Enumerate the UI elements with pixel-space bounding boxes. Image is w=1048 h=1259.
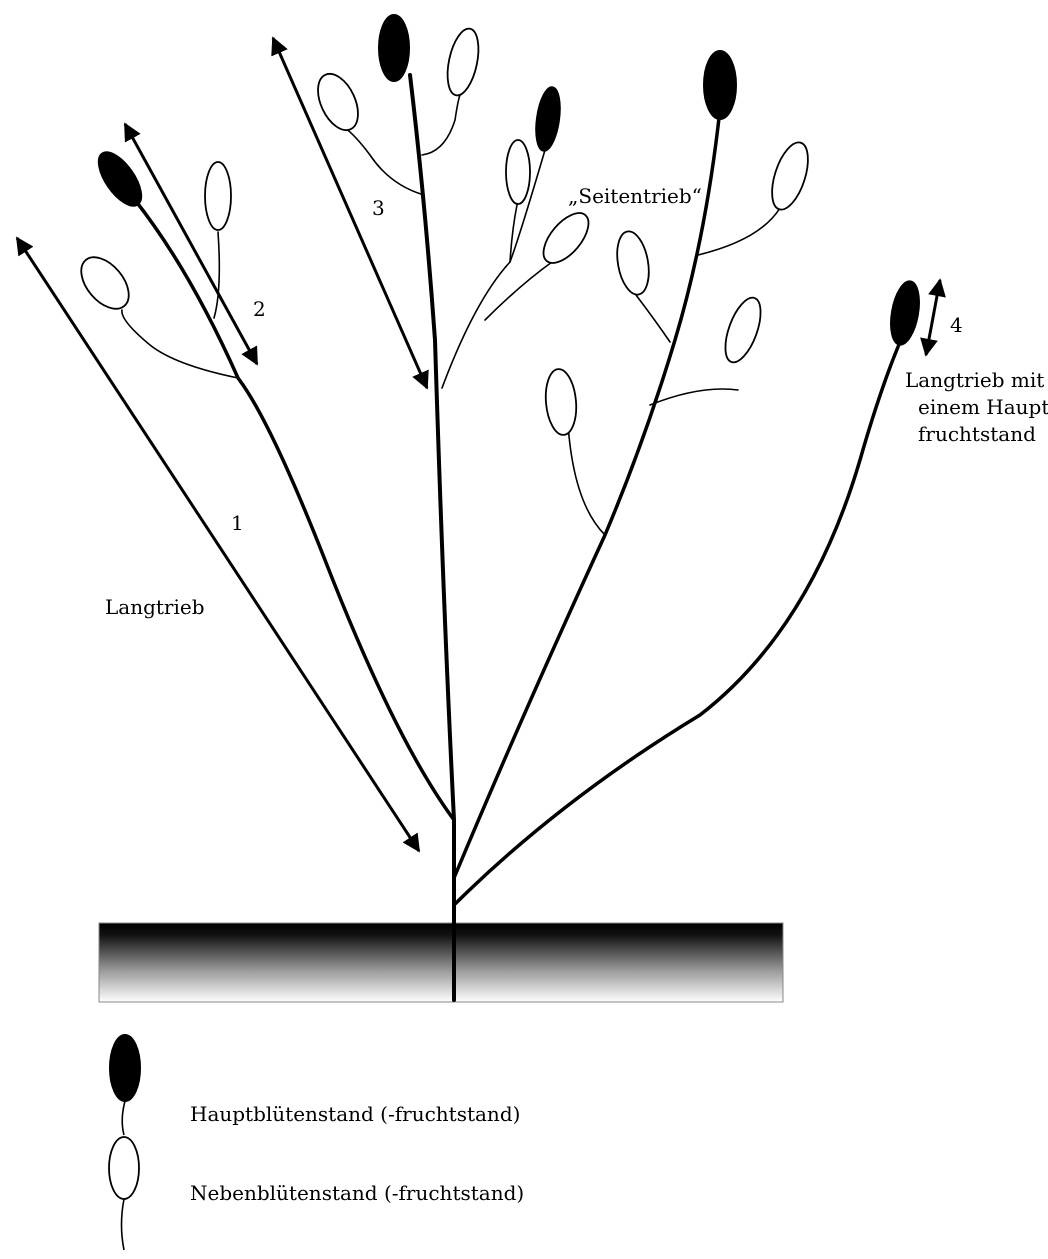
label-langtrieb: Langtrieb — [105, 595, 205, 619]
label-seitentrieb: „Seitentrieb“ — [568, 184, 702, 208]
label-langtrieb-haupt-2: einem Haupt- — [918, 395, 1048, 419]
label-langtrieb-haupt-3: fruchtstand — [918, 422, 1036, 446]
label-number-4: 4 — [950, 313, 963, 337]
legend-main-inflorescence-icon — [110, 1035, 140, 1135]
central-stem — [410, 75, 454, 1000]
stems — [135, 75, 900, 1000]
legend: Hauptblütenstand (-fruchtstand) Nebenblü… — [109, 1035, 524, 1250]
legend-secondary-inflorescence-icon — [109, 1137, 139, 1250]
legend-main-label: Hauptblütenstand (-fruchtstand) — [190, 1102, 520, 1126]
legend-secondary-label: Nebenblütenstand (-fruchtstand) — [190, 1181, 524, 1205]
soil-block — [99, 923, 783, 1002]
left-long-shoot — [135, 200, 454, 820]
arrow-2 — [125, 124, 257, 364]
label-langtrieb-haupt-1: Langtrieb mit — [905, 368, 1044, 392]
label-number-3: 3 — [372, 196, 385, 220]
arrow-4 — [926, 280, 940, 355]
label-number-1: 1 — [231, 511, 244, 535]
label-number-2: 2 — [253, 297, 266, 321]
far-right-shoot — [454, 342, 900, 905]
arrow-1 — [17, 238, 419, 851]
